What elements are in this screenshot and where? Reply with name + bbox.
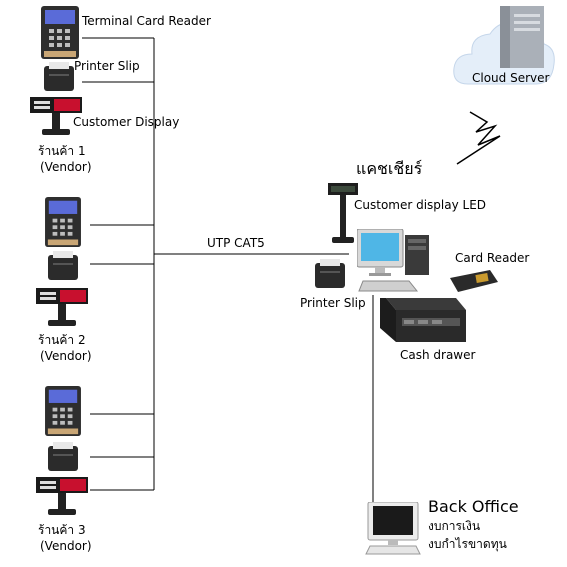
vendor-1-name: ร้านค้า 1 xyxy=(38,144,86,158)
wireless-link-bolt xyxy=(456,111,501,165)
back-office-line-1: งบการเงิน xyxy=(428,519,481,533)
card-reader-icon xyxy=(446,268,500,294)
cashier-title: แคชเชียร์ xyxy=(356,159,423,178)
card-reader-label: Card Reader xyxy=(455,251,530,265)
utp-cable-label: UTP CAT5 xyxy=(207,236,265,250)
customer-display-icon xyxy=(36,288,88,328)
back-office-computer-icon xyxy=(364,502,422,556)
customer-display-icon xyxy=(36,477,88,517)
printer-slip-icon xyxy=(47,442,79,472)
customer-display-led-label: Customer display LED xyxy=(354,198,487,212)
printer-slip-icon xyxy=(47,251,79,281)
customer-display-label: Customer Display xyxy=(73,115,180,129)
vendor-2-name: ร้านค้า 2 xyxy=(38,333,86,347)
cash-drawer-label: Cash drawer xyxy=(400,348,476,362)
cashier-printer-slip-label: Printer Slip xyxy=(300,296,366,310)
customer-display-icon xyxy=(30,97,82,137)
vendor-3-name: ร้านค้า 3 xyxy=(38,523,86,537)
cloud-server-label: Cloud Server xyxy=(472,71,550,85)
printer-slip-icon xyxy=(314,259,346,289)
customer-display-led-icon xyxy=(328,183,358,245)
terminal-card-reader-icon xyxy=(43,385,83,437)
printer-slip-label: Printer Slip xyxy=(74,59,140,73)
terminal-card-reader-icon xyxy=(40,5,80,60)
vendor-1-sub: (Vendor) xyxy=(40,160,92,174)
back-office-line-2: งบกำไรขาดทุน xyxy=(428,537,507,551)
cloud-server-icon xyxy=(452,4,556,92)
vendor-3-sub: (Vendor) xyxy=(40,539,92,553)
terminal-card-reader-icon xyxy=(43,196,83,248)
pos-computer-icon xyxy=(357,229,433,295)
vendor-2-sub: (Vendor) xyxy=(40,349,92,363)
printer-slip-icon xyxy=(43,62,75,92)
terminal-card-reader-label: Terminal Card Reader xyxy=(82,14,211,28)
cash-drawer-icon xyxy=(380,298,468,344)
back-office-title: Back Office xyxy=(428,497,519,516)
